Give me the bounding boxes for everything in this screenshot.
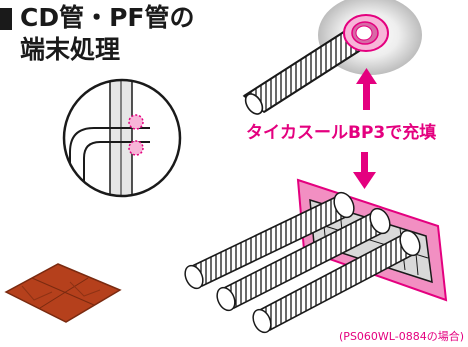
- up-arrow-icon: [356, 68, 377, 110]
- putty-sheet: [4, 263, 122, 323]
- bottom-pipe-2: [216, 207, 391, 312]
- bottom-pipe-3: [252, 229, 421, 334]
- caption: (PS060WL-0884の場合): [339, 330, 464, 343]
- title-line-2: 端末処理: [20, 35, 121, 64]
- sealant-dots: [128, 114, 144, 156]
- magnified-detail: [62, 78, 182, 198]
- callout-label: タイカスールBP3で充填: [246, 123, 437, 143]
- title-bullet: [0, 8, 12, 30]
- bottom-box-illustration: [184, 178, 448, 334]
- top-wall-illustration: [242, 0, 422, 115]
- bottom-pipe-1: [184, 191, 355, 290]
- top-sealant-ring: [343, 14, 389, 52]
- down-arrow-icon: [353, 152, 376, 189]
- title-line-1: CD管・PF管の: [20, 3, 195, 32]
